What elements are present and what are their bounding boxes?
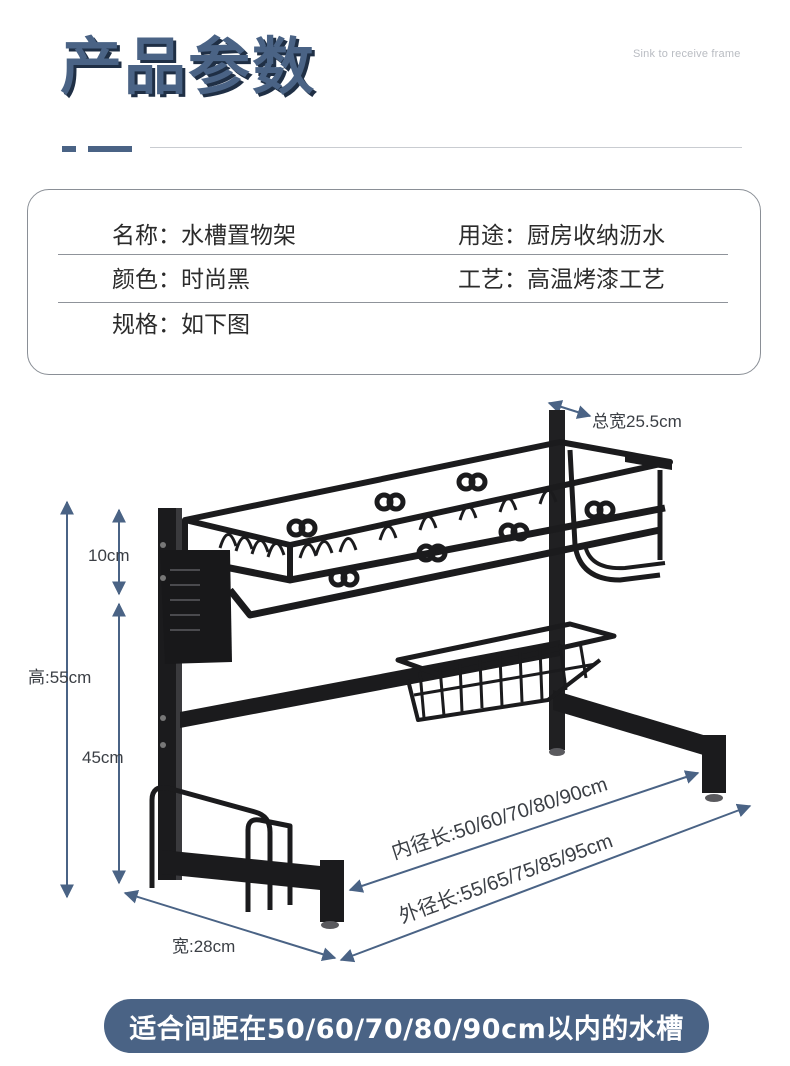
spec-color: 颜色：时尚黑 [112,269,250,292]
spec-card [27,189,761,375]
total-height-label: 高:55cm [28,668,92,687]
spec-name-label: 名称 [112,223,158,249]
lower-height-label: 45cm [82,748,124,767]
spec-separator: ： [504,267,527,293]
spec-divider [58,302,728,303]
spec-separator: ： [158,312,181,338]
spec-craft-value: 高温烤漆工艺 [527,267,665,293]
spec-craft-label: 工艺 [458,267,504,293]
spec-size: 规格：如下图 [112,314,250,337]
spec-separator: ： [504,223,527,249]
outer-length-arrow [339,803,752,963]
spec-size-label: 规格 [112,312,158,338]
page-subtitle: Sink to receive frame [633,48,741,60]
spec-color-value: 时尚黑 [181,267,250,293]
page-title: 产品参数 [60,30,317,103]
spec-usage: 用途：厨房收纳沥水 [458,225,665,248]
spec-divider [58,254,728,255]
spec-size-value: 如下图 [181,312,250,338]
dish-rack-illustration [149,410,726,929]
total-width-label: 总宽25.5cm [592,412,682,431]
spec-name: 名称：水槽置物架 [112,225,296,248]
header-divider [150,147,742,148]
fit-info-banner: 适合间距在50/60/70/80/90cm以内的水槽 [104,999,709,1053]
width-arrow [123,890,337,961]
spec-separator: ： [158,267,181,293]
width-label: 宽:28cm [172,937,236,956]
spec-craft: 工艺：高温烤漆工艺 [458,269,665,292]
spec-separator: ： [158,223,181,249]
spec-name-value: 水槽置物架 [181,223,296,249]
accent-bar-long [88,146,132,152]
spec-color-label: 颜色 [112,267,158,293]
depth-arrow [547,400,592,419]
accent-bar-short [62,146,76,152]
spec-usage-value: 厨房收纳沥水 [527,223,665,249]
upper-height-label: 10cm [88,546,130,565]
spec-usage-label: 用途 [458,223,504,249]
